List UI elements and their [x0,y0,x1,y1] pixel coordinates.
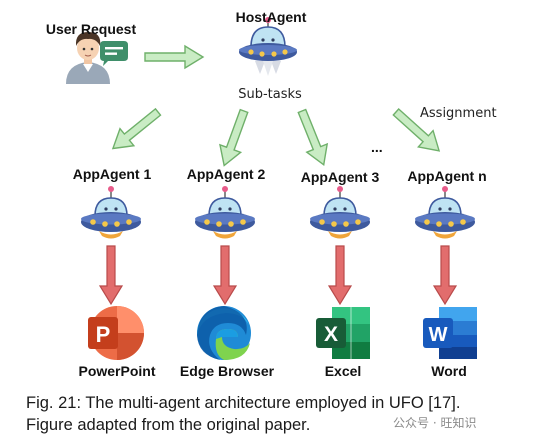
user-request-label: User Request [45,21,137,37]
app-name-powerpoint: PowerPoint [78,363,156,379]
watermark: 公众号 · 旺知识 [393,416,477,430]
app-agent-ufos [81,186,475,239]
user-avatar-icon [66,32,110,84]
subtask-arrow-1 [105,102,166,158]
caption-line-2: Figure adapted from the original paper. [26,416,311,434]
action-arrow-1 [99,245,123,305]
subtask-arrow-2 [213,106,256,170]
app-agent-ufo-icon-3 [310,186,370,239]
host-agent-ufo-icon [239,17,297,76]
figure-caption: Fig. 21: The multi-agent architecture em… [26,392,526,436]
more-agents-ellipsis: ... [371,139,383,155]
app-name-word: Word [431,363,467,379]
app-agent-ufo-icon-2 [195,186,255,239]
app-agent-label-1: AppAgent 1 [72,166,152,182]
excel-icon: X [316,307,370,359]
edge-browser-icon [197,306,251,360]
action-arrow-3 [328,245,352,305]
host-agent-label: HostAgent [235,9,307,25]
app-agent-ufo-icon-1 [81,186,141,239]
assignment-label: Assignment [420,106,497,121]
svg-text:P: P [96,322,111,347]
svg-text:W: W [429,324,448,346]
app-agent-label-2: AppAgent 2 [186,166,266,182]
app-agent-ufo-icon-4 [415,186,475,239]
request-arrow [144,45,204,69]
app-name-edge-browser: Edge Browser [179,363,275,379]
app-name-excel: Excel [324,363,362,379]
action-arrow-n [433,245,457,305]
svg-text:X: X [324,323,338,346]
subtask-arrow-3 [291,106,335,170]
word-icon: W [423,307,477,359]
subtasks-label: Sub-tasks [238,87,302,102]
chat-bubble-icon [100,41,128,66]
caption-line-1: Fig. 21: The multi-agent architecture em… [26,394,461,412]
app-agent-label-n: AppAgent n [407,168,487,184]
action-arrow-2 [213,245,237,305]
app-agent-label-3: AppAgent 3 [300,169,380,185]
powerpoint-icon: P [88,306,144,360]
